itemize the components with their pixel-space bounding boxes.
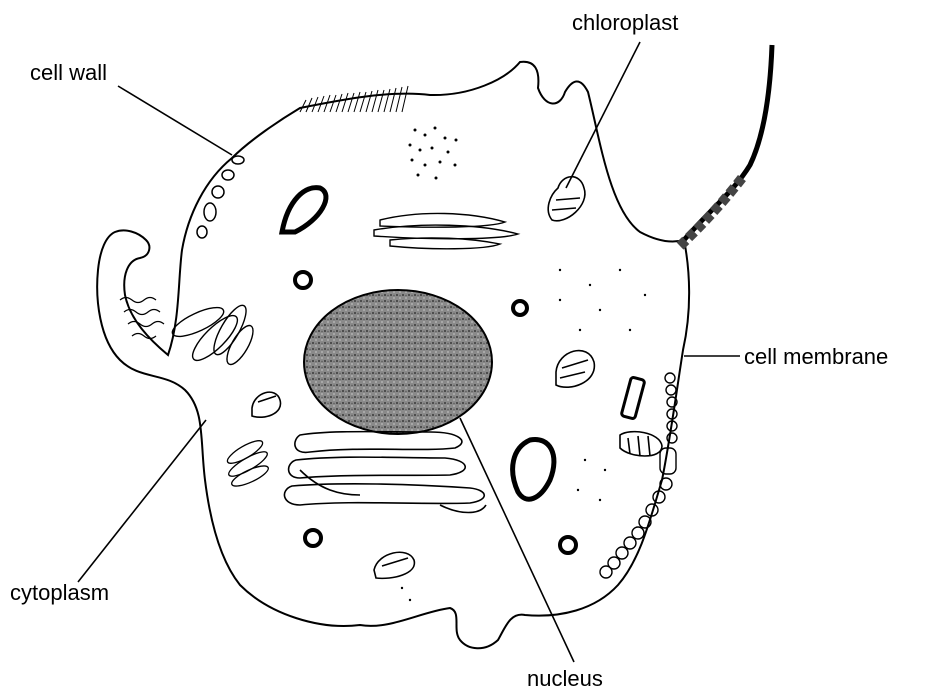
- vacuole-2: [513, 439, 554, 499]
- label-cell-wall: cell wall: [30, 62, 107, 84]
- mitochondrion-3: [374, 552, 414, 578]
- leader-cytoplasm: [78, 420, 206, 582]
- leader-cell-wall: [118, 86, 232, 155]
- nucleus: [304, 290, 492, 434]
- cell-wall-extension: [684, 45, 772, 240]
- endoplasmic-reticulum: [284, 432, 486, 513]
- small-organelle: [621, 377, 645, 419]
- vesicle-cluster: [225, 437, 271, 490]
- mitochondrion-4: [620, 432, 662, 456]
- label-chloroplast: chloroplast: [572, 12, 678, 34]
- label-cytoplasm: cytoplasm: [10, 582, 109, 604]
- vacuole-1: [282, 188, 326, 232]
- golgi-left: [169, 301, 258, 368]
- mitochondrion-1: [556, 351, 594, 388]
- label-nucleus: nucleus: [527, 668, 603, 690]
- chloroplast-organelle: [548, 177, 585, 221]
- golgi-body: [374, 213, 518, 248]
- leader-chloroplast: [566, 42, 640, 188]
- mitochondrion-2: [252, 392, 281, 417]
- label-cell-membrane: cell membrane: [744, 346, 888, 368]
